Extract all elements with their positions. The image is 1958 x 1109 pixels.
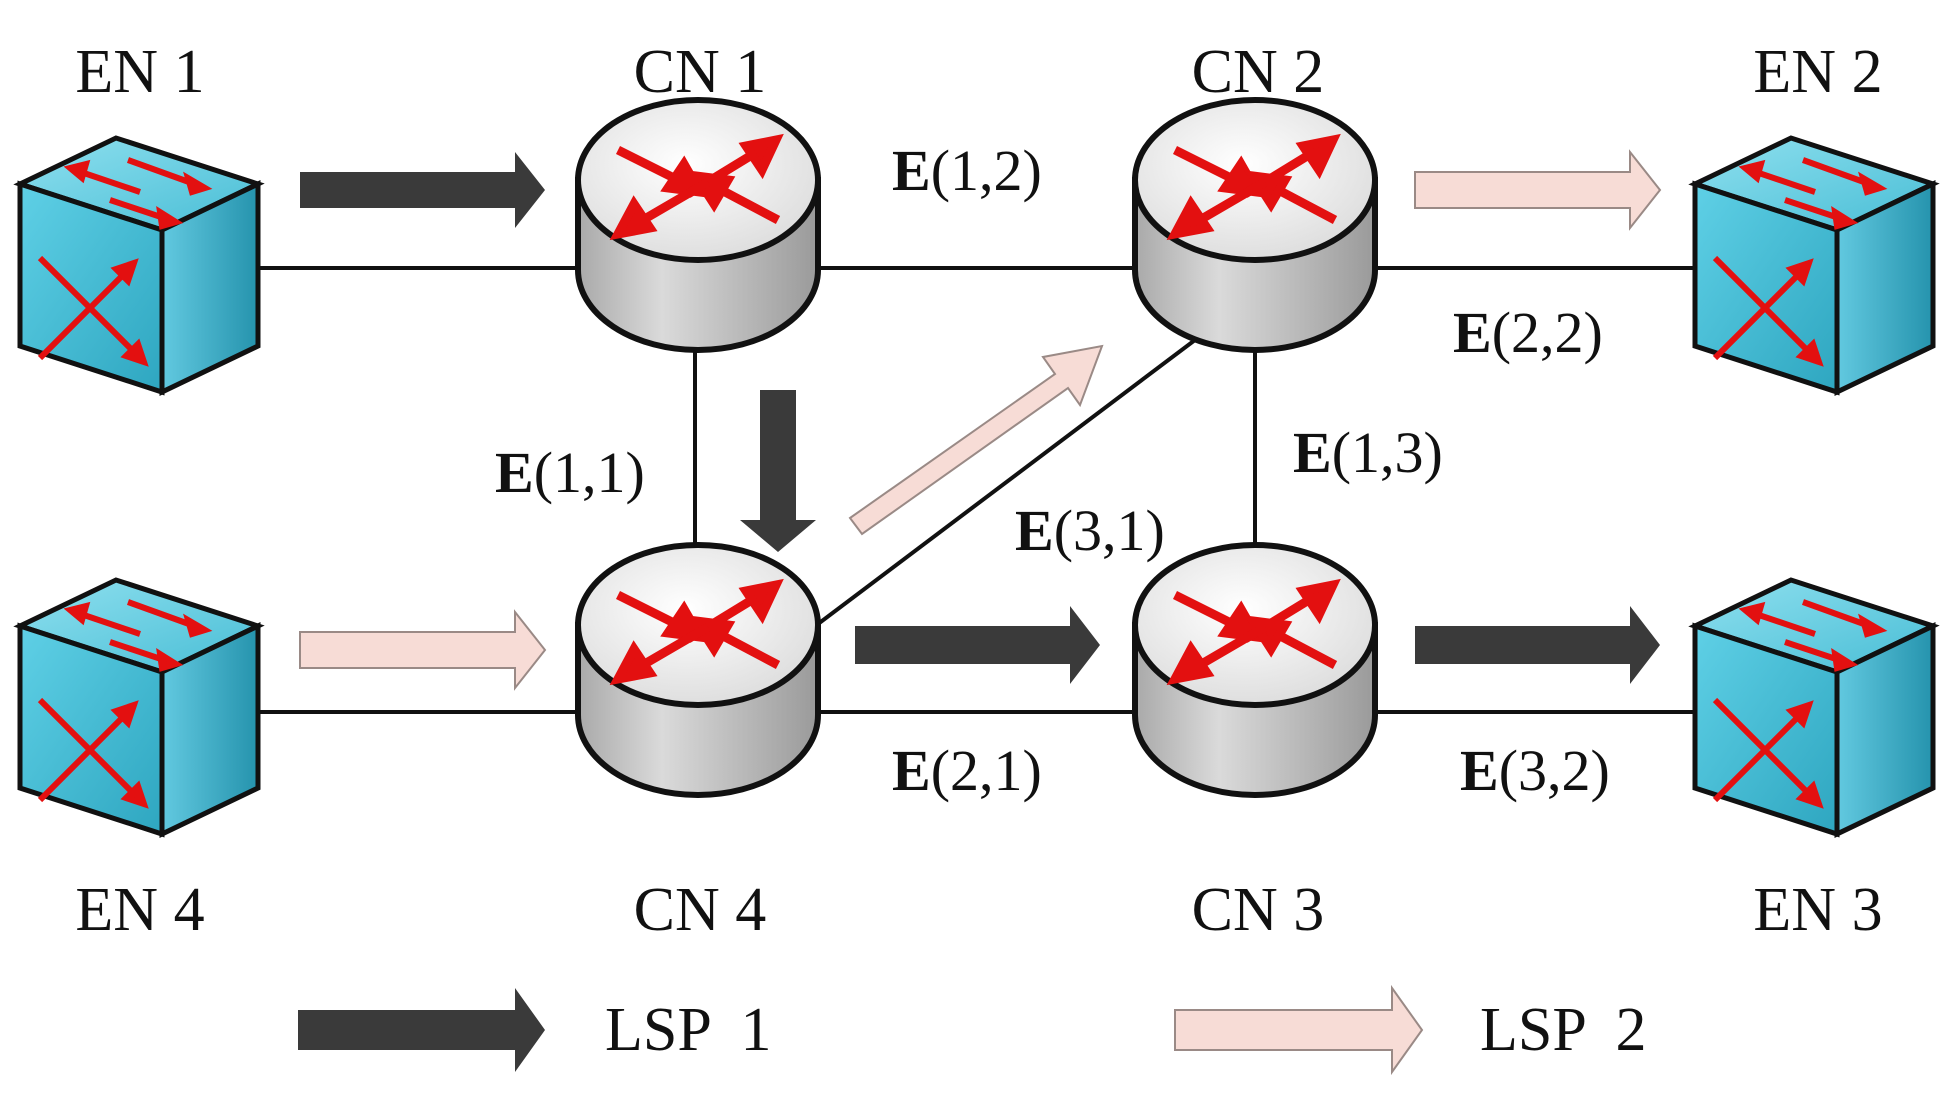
label-en1: EN 1 bbox=[75, 38, 204, 106]
edge-label-e21: E(2,1) bbox=[892, 738, 1042, 803]
lsp2-arrow-cn2-en2 bbox=[1414, 149, 1662, 231]
legend-lsp2-label: LSP 2 bbox=[1480, 996, 1647, 1064]
label-en4: EN 4 bbox=[75, 876, 204, 944]
edge-label-e32: E(3,2) bbox=[1460, 738, 1610, 803]
edge-node-en1 bbox=[13, 135, 265, 396]
edge-label-e31: E(3,1) bbox=[1015, 498, 1165, 563]
switch-cube-icon bbox=[1688, 135, 1940, 396]
node-labels: EN 1 CN 1 CN 2 EN 2 EN 4 CN 4 CN 3 EN 3 bbox=[75, 38, 1882, 944]
edge-label-e13: E(1,3) bbox=[1293, 420, 1443, 485]
lsp1-arrow-en1-cn1 bbox=[300, 152, 545, 228]
lsp1-arrow-cn4-cn3 bbox=[855, 606, 1100, 684]
lsp-arrows bbox=[299, 149, 1662, 691]
legend-lsp1-arrow bbox=[298, 988, 545, 1072]
edge-label-e22: E(2,2) bbox=[1453, 300, 1603, 365]
lsp2-arrow-cn4-cn2 bbox=[848, 344, 1104, 536]
lsp2-arrow-en4-cn4 bbox=[299, 609, 547, 691]
edge-label-e11: E(1,1) bbox=[495, 440, 645, 505]
switch-cube-icon bbox=[1688, 577, 1940, 838]
switch-cube-icon bbox=[13, 135, 265, 396]
label-cn4: CN 4 bbox=[634, 876, 767, 944]
edge-node-en3 bbox=[1688, 577, 1940, 838]
legend: LSP 1 LSP 2 bbox=[298, 984, 1647, 1076]
lsp1-arrow-cn3-en3 bbox=[1415, 606, 1660, 684]
label-cn2: CN 2 bbox=[1192, 38, 1325, 106]
router-icon bbox=[1132, 542, 1378, 798]
switch-cube-icon bbox=[13, 577, 265, 838]
core-node-cn3 bbox=[1132, 542, 1378, 798]
core-node-cn2 bbox=[1132, 97, 1378, 353]
core-node-cn4 bbox=[575, 542, 821, 798]
label-cn3: CN 3 bbox=[1192, 876, 1325, 944]
core-node-cn1 bbox=[575, 97, 821, 353]
router-icon bbox=[1132, 97, 1378, 353]
link-cn4-cn2 bbox=[808, 338, 1197, 632]
edge-node-en2 bbox=[1688, 135, 1940, 396]
legend-lsp2-arrow bbox=[1174, 984, 1424, 1076]
links bbox=[210, 266, 1700, 714]
router-icon bbox=[575, 97, 821, 353]
edge-label-e12: E(1,2) bbox=[892, 138, 1042, 203]
legend-lsp1-label: LSP 1 bbox=[605, 996, 772, 1064]
edge-labels: E(1,2) E(2,2) E(1,1) E(1,3) E(3,1) E(2,1… bbox=[495, 138, 1610, 803]
label-cn1: CN 1 bbox=[634, 38, 767, 106]
edge-node-en4 bbox=[13, 577, 265, 838]
label-en3: EN 3 bbox=[1753, 876, 1882, 944]
label-en2: EN 2 bbox=[1753, 38, 1882, 106]
lsp1-arrow-cn1-cn4 bbox=[740, 390, 816, 552]
router-icon bbox=[575, 542, 821, 798]
